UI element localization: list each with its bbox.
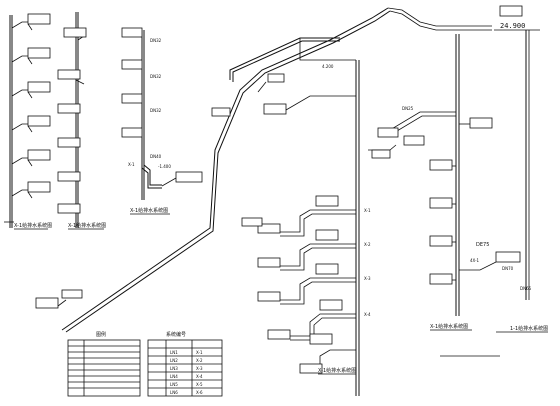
fixture-a6 [11, 181, 51, 199]
system-a: X-1给排水系统图 [4, 13, 52, 230]
label-elev-mid: 4.200 [322, 64, 334, 69]
svg-text:X-3: X-3 [364, 276, 371, 281]
fixture-b5 [57, 171, 81, 182]
label-fl: 4X-1 [470, 258, 480, 263]
fixture-c4 [121, 127, 143, 138]
fixture-b3 [57, 103, 81, 114]
label-dn32-a: DN32 [150, 38, 162, 43]
table-r3-c1: LN3 [170, 366, 178, 371]
bottom-left-fixtures [35, 289, 83, 309]
fixture-a1 [11, 13, 51, 31]
fixture-e3 [429, 235, 453, 247]
svg-text:X-1: X-1 [364, 208, 371, 213]
fixture-e1 [429, 159, 453, 171]
fixture-a2 [11, 47, 51, 65]
table-title: 系统编号 [166, 331, 186, 338]
label-dn70: DN70 [502, 266, 514, 271]
fixture-c1 [121, 27, 143, 38]
fixture-top [499, 5, 523, 17]
diagonal-fixtures [211, 73, 285, 117]
table-r1-c1: LN1 [170, 350, 178, 355]
title-sys-c: X-1给排水系统图 [130, 207, 168, 214]
fixture-c3 [121, 93, 143, 104]
label-dn40: DN40 [150, 154, 162, 159]
title-sys-f: 1-1给排水系统图 [510, 325, 548, 332]
table-r6-c1: LN6 [170, 390, 178, 395]
table-r2-c1: LN2 [170, 358, 178, 363]
legend-title: 图例 [96, 331, 106, 338]
fixture-e6 [377, 127, 399, 138]
label-dn32-c: DN32 [150, 108, 162, 113]
svg-text:X-4: X-4 [364, 312, 371, 317]
branch-d2: X-2 [257, 229, 371, 271]
branch-d4: X-4 [267, 299, 371, 341]
system-b: X-1给排水系统图 [57, 12, 106, 230]
fixture-e8 [371, 149, 391, 159]
system-d: 4.200 X-1 X-2 X-3 [229, 37, 371, 396]
fixture-e2 [429, 197, 453, 209]
main-diagonal: 24.900 [61, 5, 540, 333]
system-e: DE75 4X-1 DN70 X-1给排水系统图 DN25 [368, 34, 521, 331]
title-sys-e: X-1给排水系统图 [430, 323, 468, 330]
label-dn65: DN65 [520, 286, 532, 291]
legend-table: 图例 [67, 331, 141, 397]
fixture-e5 [495, 251, 521, 263]
table-r2-c2: X-2 [196, 358, 203, 363]
fixture-c2 [121, 59, 143, 70]
branch-d5 [299, 333, 356, 374]
fixture-b2 [57, 69, 85, 85]
label-x1: X-1 [128, 162, 135, 167]
fixture-e9 [469, 117, 493, 129]
fixture-b6 [57, 203, 81, 214]
fixture-e4 [429, 273, 453, 285]
fixture-a4 [11, 115, 51, 133]
fixture-a5 [11, 149, 51, 167]
title-sys-d: X-1给排水系统图 [318, 367, 356, 374]
svg-text:X-2: X-2 [364, 242, 371, 247]
branch-d1: X-1 [257, 195, 371, 237]
fixture-c5 [175, 171, 203, 183]
system-c: DN32 DN32 DN32 DN40 X-1 -1.400 X-1给排水系统图 [121, 27, 203, 215]
table-r6-c2: X-6 [196, 390, 203, 395]
title-sys-b: X-1给排水系统图 [68, 222, 106, 229]
table-r4-c2: X-4 [196, 374, 203, 379]
fixture-d-left [241, 217, 263, 227]
title-sys-a: X-1给排水系统图 [14, 222, 52, 229]
fixture-bl2 [61, 289, 83, 299]
fixture-a3 [11, 81, 51, 99]
table-r3-c2: X-3 [196, 366, 203, 371]
fixture-b1 [63, 27, 87, 41]
fixture-d1 [263, 103, 287, 115]
system-f: DN65 1-1给排水系统图 [440, 30, 548, 357]
table-r1-c2: X-1 [196, 350, 203, 355]
branch-d3: X-3 [257, 263, 371, 305]
table-r4-c1: LN4 [170, 374, 178, 379]
label-elev-low: -1.400 [158, 164, 171, 169]
label-de: DE75 [476, 242, 489, 248]
label-dn32-b: DN32 [150, 74, 162, 79]
label-dn25: DN25 [402, 106, 414, 111]
fixture-b4 [57, 137, 81, 148]
label-elev-top: 24.900 [500, 22, 525, 30]
table-r5-c1: LN5 [170, 382, 178, 387]
table-r5-c2: X-5 [196, 382, 203, 387]
system-number-table: 系统编号 LN1 X-1 LN2 X-2 LN3 X-3 LN4 X-4 LN5… [147, 331, 223, 397]
fixture-e7 [403, 135, 425, 146]
fixture-bl1 [35, 297, 59, 309]
